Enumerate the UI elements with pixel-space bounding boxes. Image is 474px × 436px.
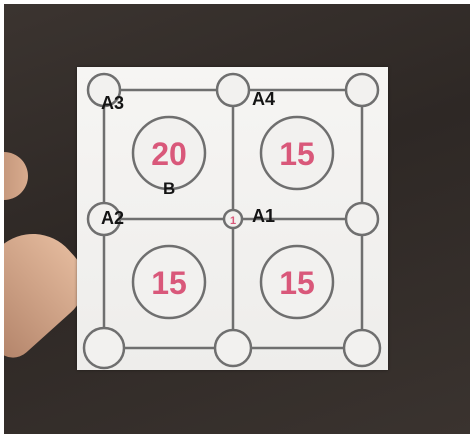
label-a1: A1 xyxy=(252,206,275,227)
cell-value-top-right: 15 xyxy=(279,136,315,172)
cell-value-bottom-right: 15 xyxy=(279,265,315,301)
cell-value-top-left: 20 xyxy=(151,136,187,172)
label-a4: A4 xyxy=(252,89,275,110)
node-circle-middle-right xyxy=(346,203,378,235)
node-circle-top-right xyxy=(346,74,378,106)
node-circle-bottom-left xyxy=(84,328,124,368)
photo-frame: 20 15 15 15 1 A3 A4 A2 A1 B xyxy=(4,4,470,434)
label-a2: A2 xyxy=(101,208,124,229)
puzzle-card: 20 15 15 15 1 A3 A4 A2 A1 B xyxy=(77,67,388,370)
node-circle-bottom-right xyxy=(344,330,380,366)
center-node-value: 1 xyxy=(230,215,236,227)
label-b: B xyxy=(163,179,175,199)
cell-value-bottom-left: 15 xyxy=(151,265,187,301)
node-circle-bottom-center xyxy=(215,330,251,366)
node-circle-a4 xyxy=(217,74,249,106)
label-a3: A3 xyxy=(101,93,124,114)
finger-top xyxy=(4,152,28,200)
